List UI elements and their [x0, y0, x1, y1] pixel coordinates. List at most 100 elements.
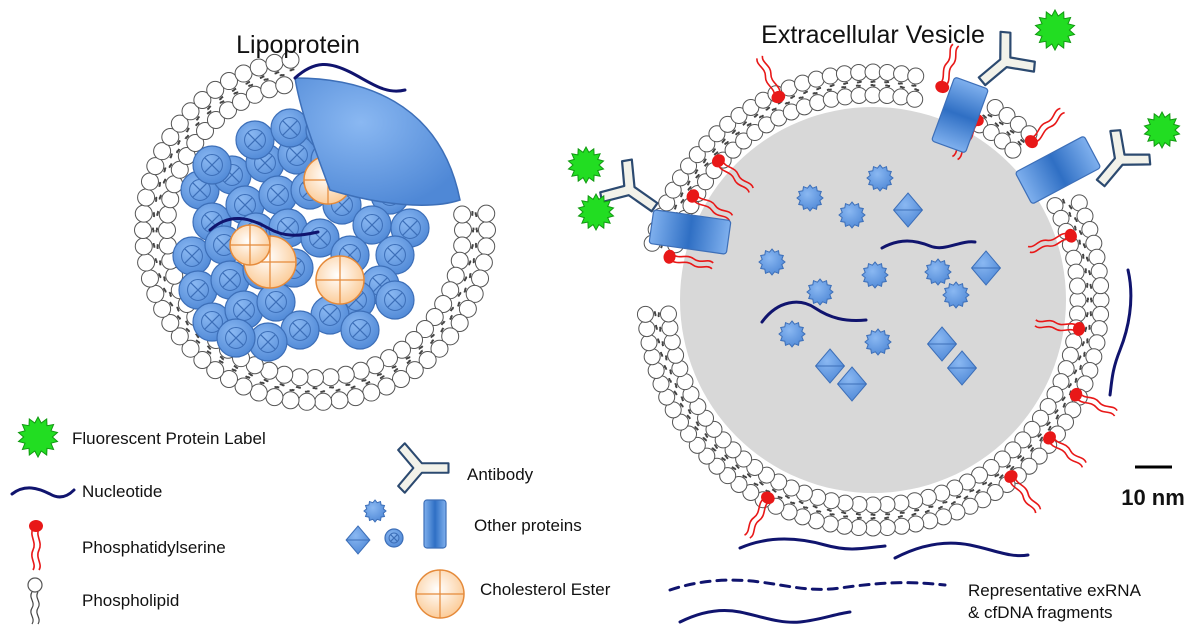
protein-cross [402, 220, 418, 236]
ps-tail [756, 58, 776, 97]
phospholipid-head [153, 299, 172, 318]
phospholipid-head [140, 172, 159, 191]
lipid-tail [840, 511, 847, 515]
lipid-tail [1081, 341, 1085, 347]
ps-tail [37, 527, 41, 571]
legend-phosphatidylserine-label: Phosphatidylserine [82, 538, 226, 557]
lipid-tail [175, 148, 181, 154]
lipid-tail [885, 513, 891, 516]
lipid-tail [816, 86, 822, 91]
phosphatidylserine [756, 55, 786, 104]
lipid-tail [687, 408, 692, 414]
protein-cross [322, 307, 338, 323]
protein-mark [187, 279, 209, 301]
lipid-heads [636, 63, 1110, 537]
lipid-tail [206, 345, 212, 350]
nucleotide-strand [1108, 268, 1133, 397]
phospholipid-head [134, 221, 152, 239]
lipid-tail [159, 260, 162, 266]
lipid-tail [753, 113, 759, 118]
phospholipid-head [137, 188, 156, 207]
lipid-heads [134, 50, 496, 411]
phospholipid-head [392, 340, 411, 359]
ps-head [1064, 228, 1077, 243]
protein-mark [181, 245, 203, 267]
lipid-tail [279, 383, 285, 387]
phospholipid-head [746, 124, 764, 142]
lipid-tail [702, 158, 707, 164]
lipid-tail [169, 301, 174, 307]
phospholipid-head [425, 307, 444, 326]
protein-mark [289, 319, 311, 341]
lipid-tail [158, 181, 162, 187]
lipid-tail [679, 402, 684, 408]
lipid-tail [994, 122, 999, 127]
protein-cross [268, 294, 284, 310]
lipid-tail [312, 387, 318, 390]
phospholipid-head [878, 63, 896, 81]
phospholipid-head [921, 512, 939, 530]
lipid-tail [703, 162, 709, 167]
lipid-tail [475, 227, 478, 233]
lipoprotein-membrane [134, 50, 496, 411]
phosphatidylserine [744, 491, 775, 539]
lipid-tail [1029, 446, 1035, 453]
ps-head [1004, 470, 1018, 483]
lipid-tail [746, 122, 752, 127]
lipid-tail [289, 68, 295, 72]
ps-tail [1034, 111, 1065, 144]
lipid-tail [870, 513, 876, 516]
lipid-tail [711, 147, 717, 154]
fluorescent-label [1034, 8, 1076, 52]
lipid-tail [694, 169, 699, 175]
ps-tail [31, 527, 35, 571]
lipid-tail [657, 312, 660, 318]
lipid-tail [335, 388, 341, 392]
protein-mark [399, 217, 421, 239]
lipid-tail [1083, 351, 1086, 358]
lipid-tail [468, 273, 472, 279]
lipid-tail [747, 473, 752, 478]
lipid-tail [1078, 230, 1083, 235]
phospholipid-head [275, 76, 294, 95]
lipid-tail [998, 473, 1004, 479]
legend-fluorescent-label: Fluorescent Protein Label [72, 429, 266, 448]
ps-head [686, 189, 700, 203]
phospholipid-head [260, 80, 279, 99]
lipid-tail [218, 359, 224, 364]
lipid-tail [471, 211, 474, 216]
lipid-tail [994, 473, 1000, 478]
lipid-tail [1017, 140, 1022, 146]
ps-tail [1027, 232, 1069, 248]
lipid-tail [803, 90, 808, 95]
lipid-tail [259, 381, 265, 385]
protein-cross [247, 132, 263, 148]
lipid-tail [440, 327, 445, 333]
lipid-tail [1006, 464, 1012, 469]
lipid-tail [956, 495, 962, 499]
lipid-tail [777, 495, 783, 500]
spiky-protein [758, 248, 786, 276]
antibody-shape [1095, 129, 1152, 188]
nucleotide-strand [668, 578, 947, 592]
phosphatidylserine [1069, 387, 1118, 417]
phospholipid-head [1088, 248, 1106, 266]
vesicle-lumen-fill [680, 107, 1066, 493]
phospholipid-head [807, 70, 825, 88]
phospholipid-head [234, 64, 253, 83]
phospholipid-head [392, 369, 410, 388]
nucleotide-strand [293, 62, 407, 93]
ps-tail [1008, 479, 1037, 514]
phosphatidylserine [1043, 431, 1087, 468]
lipid-tail [206, 350, 212, 355]
legend-rna-label-line1: Representative exRNA [968, 581, 1142, 600]
nucleotide-strand [738, 537, 887, 551]
lipid-tail [471, 244, 474, 250]
lipid-tail [233, 364, 239, 370]
apolipoprotein [294, 77, 461, 206]
lipid-tail [798, 96, 804, 100]
phospholipid-head [290, 368, 309, 387]
phospholipid-head [907, 67, 925, 85]
phospholipid-head [906, 90, 924, 108]
phospholipid-head [1069, 277, 1087, 295]
